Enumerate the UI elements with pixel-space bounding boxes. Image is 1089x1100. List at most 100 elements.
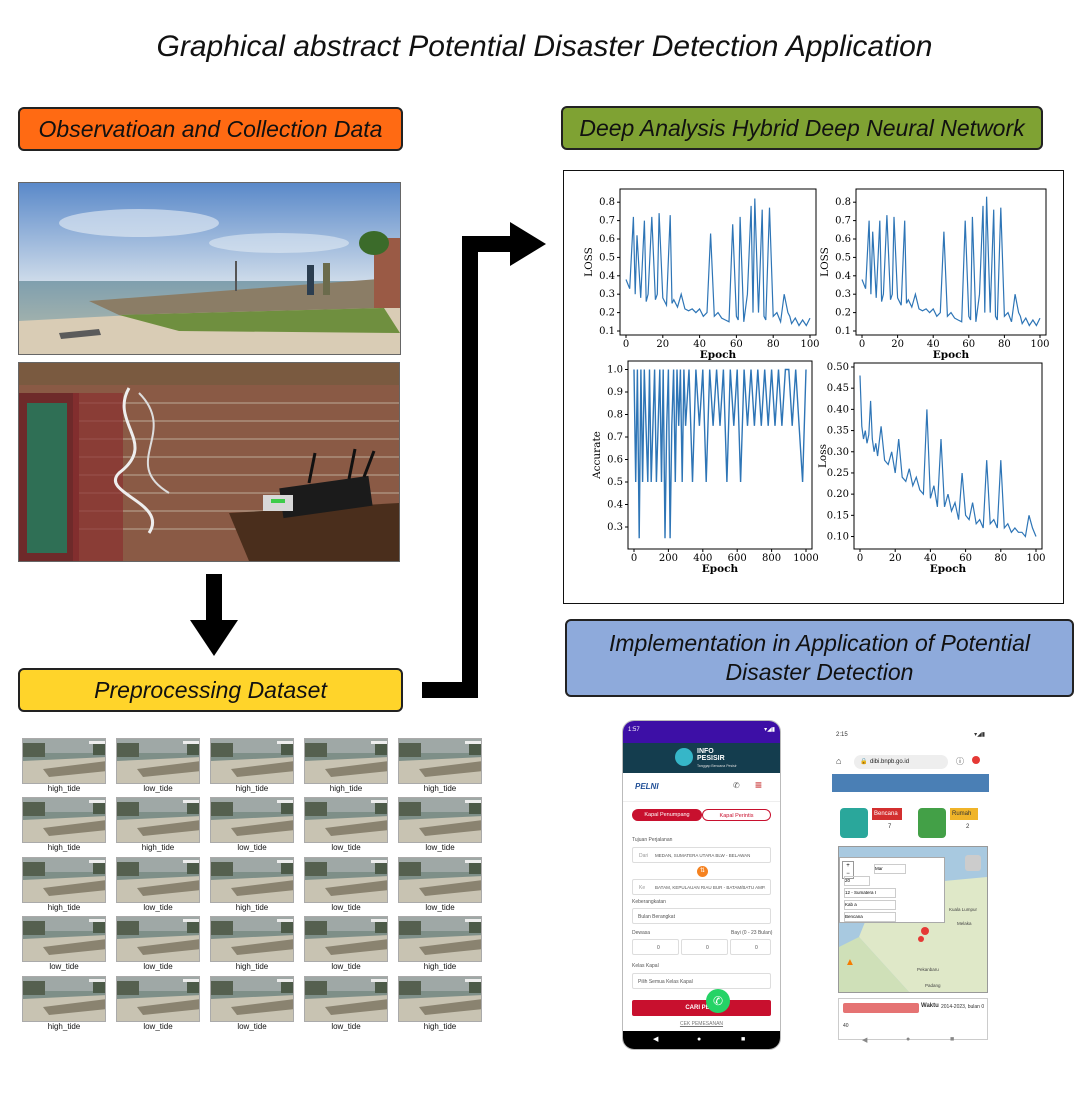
dataset-thumbnail-caption: high_tide — [329, 784, 363, 793]
dataset-thumbnail-image — [398, 916, 482, 962]
profile-icon[interactable] — [972, 756, 980, 764]
check-booking-link[interactable]: CEK PEMESANAN — [679, 1021, 724, 1027]
info-icon[interactable]: ⓘ — [956, 757, 964, 766]
dataset-thumbnail: high_tide — [210, 738, 294, 797]
dataset-thumbnail-caption: low_tide — [49, 962, 79, 971]
y-tick-label: 0.6 — [835, 234, 851, 245]
filter-kab[interactable]: Kab a — [844, 900, 896, 910]
phone2-home-icon[interactable]: ● — [906, 1036, 911, 1043]
class-field[interactable]: Pilih Semua Kelas Kapal — [632, 973, 771, 989]
dataset-thumbnail: high_tide — [22, 738, 106, 797]
dataset-thumbnail-image — [210, 916, 294, 962]
x-axis-label: Epoch — [700, 349, 737, 361]
dataset-thumbnail-image — [304, 916, 388, 962]
map-city-padang: Padang — [925, 983, 941, 988]
back-icon[interactable]: ◀ — [653, 1036, 659, 1043]
dataset-thumbnail-caption: high_tide — [47, 843, 81, 852]
home-icon[interactable]: ⌂ — [836, 756, 842, 766]
filter-type[interactable]: Bencana — [844, 912, 896, 922]
phone2-back-icon[interactable]: ◀ — [862, 1037, 868, 1044]
phone2-recents-icon[interactable]: ■ — [950, 1036, 955, 1043]
filter-year[interactable]: 20 — [844, 876, 870, 886]
dataset-thumbnail: high_tide — [22, 857, 106, 916]
observation-label-text: Observatioan and Collection Data — [38, 115, 383, 142]
dataset-thumbnail-caption: low_tide — [143, 962, 173, 971]
search-button[interactable]: CARI PELA — [632, 1000, 771, 1016]
flag-card-icon — [918, 808, 946, 838]
phone1-status-time: 1:57 — [628, 727, 640, 733]
app-logo-icon — [675, 748, 693, 766]
chart-axis-value: 40 — [843, 1023, 849, 1029]
filter-province-prefix: 12 - — [845, 890, 853, 895]
x-tick-label: 80 — [767, 339, 780, 350]
depart-field[interactable]: Bulan Berangkat — [632, 908, 771, 924]
to-field[interactable]: Ke BATAM, KEPULAUAN RIAU BUR - BATAM/BAT… — [632, 879, 771, 895]
y-tick-label: 0.10 — [827, 532, 849, 543]
dataset-thumbnail: high_tide — [22, 797, 106, 856]
dataset-thumbnail: high_tide — [22, 976, 106, 1035]
from-field[interactable]: Dari MEDAN, SUMATERA UTARA BLW - BELAWAN — [632, 847, 771, 863]
filter-province[interactable]: 12 - Sumatera I — [844, 888, 896, 898]
dataset-thumbnail: high_tide — [398, 916, 482, 975]
to-label: Ke — [639, 885, 646, 891]
baby-count-field[interactable]: 0 — [730, 939, 771, 955]
baby-label: Bayi (0 - 23 Bulan) — [731, 930, 773, 936]
y-tick-label: 0.4 — [835, 271, 851, 282]
phone-call-icon[interactable]: ✆ — [733, 781, 740, 790]
menu-icon[interactable]: ≡ — [755, 778, 763, 792]
dataset-thumbnail-image — [398, 857, 482, 903]
dataset-thumbnail-image — [304, 857, 388, 903]
sensor-installation-photo — [18, 362, 400, 562]
dataset-thumbnail-caption: low_tide — [331, 1022, 361, 1031]
dataset-thumbnail-caption: high_tide — [423, 784, 457, 793]
tab-kapal-penumpang[interactable]: Kapal Penumpang — [632, 809, 702, 821]
x-tick-label: 60 — [959, 553, 972, 564]
y-tick-label: 0.3 — [607, 522, 623, 533]
series-line — [859, 375, 1037, 538]
y-axis-label: Loss — [817, 444, 829, 468]
zoom-control[interactable]: +− — [842, 861, 854, 879]
filter-month[interactable]: Mar — [874, 864, 906, 874]
filter-kab-prefix: Kab — [845, 902, 854, 907]
card-bencana-label: Bencana — [872, 808, 902, 820]
dataset-thumbnail: high_tide — [116, 797, 200, 856]
dataset-thumbnail: high_tide — [304, 738, 388, 797]
recents-icon[interactable]: ■ — [741, 1036, 746, 1043]
dataset-thumbnail-caption: low_tide — [331, 962, 361, 971]
child-count-field[interactable]: 0 — [681, 939, 728, 955]
map-view[interactable]: Pekanbaru Padang Kuala Lumpur Melaka ▲ +… — [838, 846, 988, 993]
dataset-thumbnail: low_tide — [398, 857, 482, 916]
phone2-status-time: 2:15 — [836, 732, 848, 738]
x-tick-label: 40 — [693, 339, 706, 350]
dataset-thumbnail-image — [210, 976, 294, 1022]
chart-time-range: 2014-2023, bulan 0 — [941, 1004, 985, 1010]
dataset-thumbnail: low_tide — [116, 738, 200, 797]
dataset-thumbnail: high_tide — [398, 738, 482, 797]
layer-toggle-icon[interactable] — [965, 855, 981, 871]
url-bar[interactable]: 🔒 dibi.bnpb.go.id — [854, 755, 948, 769]
home-icon[interactable]: ● — [697, 1036, 702, 1043]
x-tick-label: 60 — [730, 339, 743, 350]
dataset-thumbnail-caption: high_tide — [423, 1022, 457, 1031]
tab-kapal-perintis[interactable]: Kapal Perintis — [702, 809, 771, 821]
whatsapp-icon[interactable]: ✆ — [706, 989, 730, 1013]
chart-time-label: Waktu — [921, 1003, 939, 1009]
y-axis-label: Accurate — [591, 431, 603, 480]
browser-map-screenshot: 2:15 ▾◢▮ ⌂ 🔒 dibi.bnpb.go.id ⓘ Bencana 7… — [832, 728, 989, 1050]
dataset-thumbnail-caption: low_tide — [331, 843, 361, 852]
y-tick-label: 0.40 — [827, 404, 849, 415]
implementation-label: Implementation in Application of Potenti… — [565, 619, 1074, 697]
map-city-kuala-lumpur: Kuala Lumpur — [949, 907, 978, 912]
adult-count-field[interactable]: 0 — [632, 939, 679, 955]
x-tick-label: 40 — [927, 339, 940, 350]
x-tick-label: 400 — [693, 553, 712, 564]
y-tick-label: 0.6 — [599, 234, 615, 245]
dataset-thumbnail-image — [22, 797, 106, 843]
dataset-thumbnail-image — [22, 916, 106, 962]
series-line — [633, 368, 807, 539]
dataset-thumbnail: low_tide — [116, 857, 200, 916]
swap-route-icon[interactable]: ⇅ — [697, 866, 708, 877]
app-name: INFO — [697, 748, 714, 755]
